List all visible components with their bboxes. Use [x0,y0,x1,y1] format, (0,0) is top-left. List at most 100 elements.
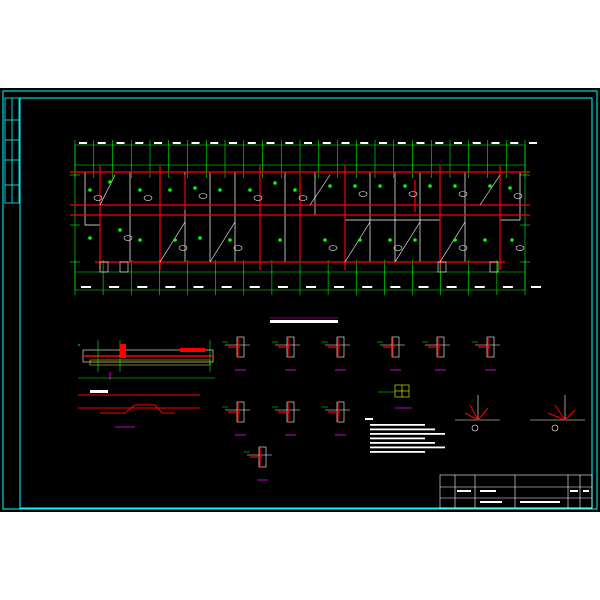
slab-marker [168,188,172,192]
dimension-label [221,286,232,288]
slab-marker [403,184,407,188]
slab-marker [293,188,297,192]
dimension-label [510,142,519,144]
dimension-label [210,142,219,144]
rebar-ellipse [298,195,308,201]
dimension-label [137,286,148,288]
slab-marker [453,184,457,188]
dimension-label [341,142,350,144]
slab-marker [378,184,382,188]
corner-detail-b [530,395,585,432]
dimension-label [249,286,260,288]
dimension-label [472,142,481,144]
note-line [370,451,425,453]
rebar-ellipse [458,191,468,197]
dimension-label [154,142,162,144]
slab-marker [108,180,112,184]
notes-heading [365,418,373,420]
dimension-label [397,142,406,144]
rebar-ellipse [123,235,133,241]
dimension-label [379,142,387,144]
note-line [370,433,445,435]
slab-marker [483,238,487,242]
rebar-ellipse [513,193,523,199]
slab-marker [273,181,277,185]
slab-marker [323,238,327,242]
corner-detail-a [455,395,500,432]
dimension-label [116,142,125,144]
slab-marker [248,188,252,192]
rebar-ellipse [393,245,403,251]
dimension-label [97,142,106,144]
slab-marker [388,238,392,242]
dimension-label [79,142,87,144]
slab-markers [88,180,514,242]
dimension-label [474,286,485,288]
dimension-label [109,286,120,288]
slab-marker [88,236,92,240]
title-block [439,474,593,509]
dimension-label [304,142,312,144]
dimension-label [191,142,200,144]
bent-bar-detail [78,390,200,428]
slab-marker [488,184,492,188]
beam-lines [70,165,530,270]
rebar-ellipse-markers [93,191,525,251]
dimension-label [418,286,429,288]
note-line [370,442,435,444]
slab-marker [510,238,514,242]
slab-marker [453,238,457,242]
rebar-ellipse [408,191,418,197]
dimension-label [360,142,369,144]
slab-marker [508,186,512,190]
dimension-label [285,142,294,144]
dimension-label [531,286,541,288]
slab-marker [353,184,357,188]
slab-marker [118,228,122,232]
joint-details [222,336,500,481]
slab-marker [413,238,417,242]
dimension-label [81,286,91,288]
bottom-axis-ticks [74,260,541,295]
dimension-label [362,286,373,288]
rebar-ellipse [328,245,338,251]
dimension-label [165,286,176,288]
rebar-ellipse [233,245,243,251]
inner-border [19,97,593,509]
slab-marker [428,184,432,188]
title-block-text-marks [457,490,589,503]
dimension-label [135,142,144,144]
slab-marker [228,238,232,242]
rebar-ellipse [458,245,468,251]
dimension-label [322,142,331,144]
general-notes [365,418,445,453]
dimension-label [491,142,500,144]
rebar-ellipse [178,245,188,251]
note-line [370,446,445,449]
dimension-label [454,142,462,144]
rebar-ellipse [253,195,263,201]
slab-marker [198,236,202,240]
note-line [370,428,435,431]
dimension-label [529,142,537,144]
rebar-ellipse [358,191,368,197]
rebar-ellipse [143,195,153,201]
plan-caption [270,317,338,323]
slab-marker [278,238,282,242]
rebar-ellipse [93,195,103,201]
note-line [370,424,425,426]
dimension-label [247,142,256,144]
rebar-ellipse [515,245,525,251]
structural-floor-plan [70,140,541,295]
outer-border [2,90,598,510]
dimension-label [435,142,444,144]
slab-marker [173,238,177,242]
dimension-label [390,286,401,288]
slab-marker [138,238,142,242]
dimension-label [334,286,345,288]
section-detail-main [78,340,215,380]
slab-marker [218,188,222,192]
bottom-balconies [99,261,499,273]
